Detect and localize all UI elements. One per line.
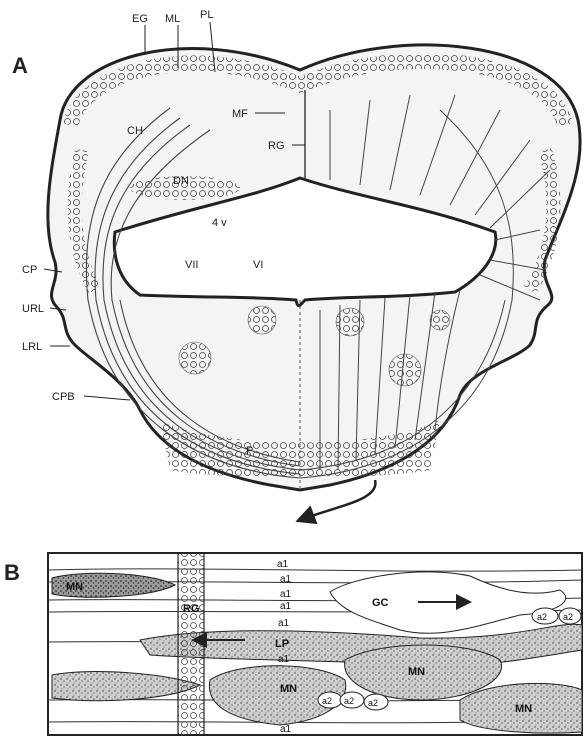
label-url: URL <box>22 303 44 315</box>
panel-a: A <box>12 9 580 520</box>
nucleus-vii <box>179 342 211 374</box>
label-a1: a1 <box>277 559 289 570</box>
label-a1: a1 <box>278 618 290 629</box>
label-a1: a1 <box>280 574 292 585</box>
label-lp: LP <box>275 638 289 650</box>
label-rg: RG <box>268 140 285 152</box>
panel-a-letter: A <box>12 53 28 78</box>
panel-b-letter: B <box>4 560 20 585</box>
label-a1: a1 <box>280 601 292 612</box>
label-vii: VII <box>185 259 198 271</box>
label-a1: a1 <box>280 724 292 735</box>
label-pl: PL <box>200 9 213 21</box>
label-dn: DN <box>173 175 189 187</box>
label-mn-center: MN <box>408 666 425 678</box>
label-mn-left: MN <box>66 581 83 593</box>
nucleus-vi <box>248 306 276 334</box>
label-a1: a1 <box>278 654 290 665</box>
label-cpb: CPB <box>52 391 75 403</box>
label-a2: a2 <box>368 698 378 708</box>
label-a2: a2 <box>322 696 332 706</box>
label-p: P <box>246 445 253 457</box>
nucleus-right-c <box>430 310 450 330</box>
label-a2: a2 <box>537 612 547 622</box>
label-vi: VI <box>253 259 263 271</box>
label-a1: a1 <box>280 589 292 600</box>
label-mf: MF <box>232 108 248 120</box>
panel-b: B <box>4 553 582 735</box>
label-4v: 4 v <box>212 217 227 229</box>
label-a2: a2 <box>563 612 573 622</box>
label-cp: CP <box>22 264 37 276</box>
nucleus-right-b <box>389 354 421 386</box>
radial-glia-rg <box>178 553 204 735</box>
label-rg-b: RG <box>183 603 200 615</box>
label-lrl: LRL <box>22 341 42 353</box>
label-mn-lower: MN <box>280 683 297 695</box>
label-eg: EG <box>132 13 148 25</box>
label-gc: GC <box>372 597 389 609</box>
label-a2: a2 <box>344 696 354 706</box>
label-ch: CH <box>127 125 143 137</box>
label-ml: ML <box>165 13 180 25</box>
label-mn-right: MN <box>515 703 532 715</box>
